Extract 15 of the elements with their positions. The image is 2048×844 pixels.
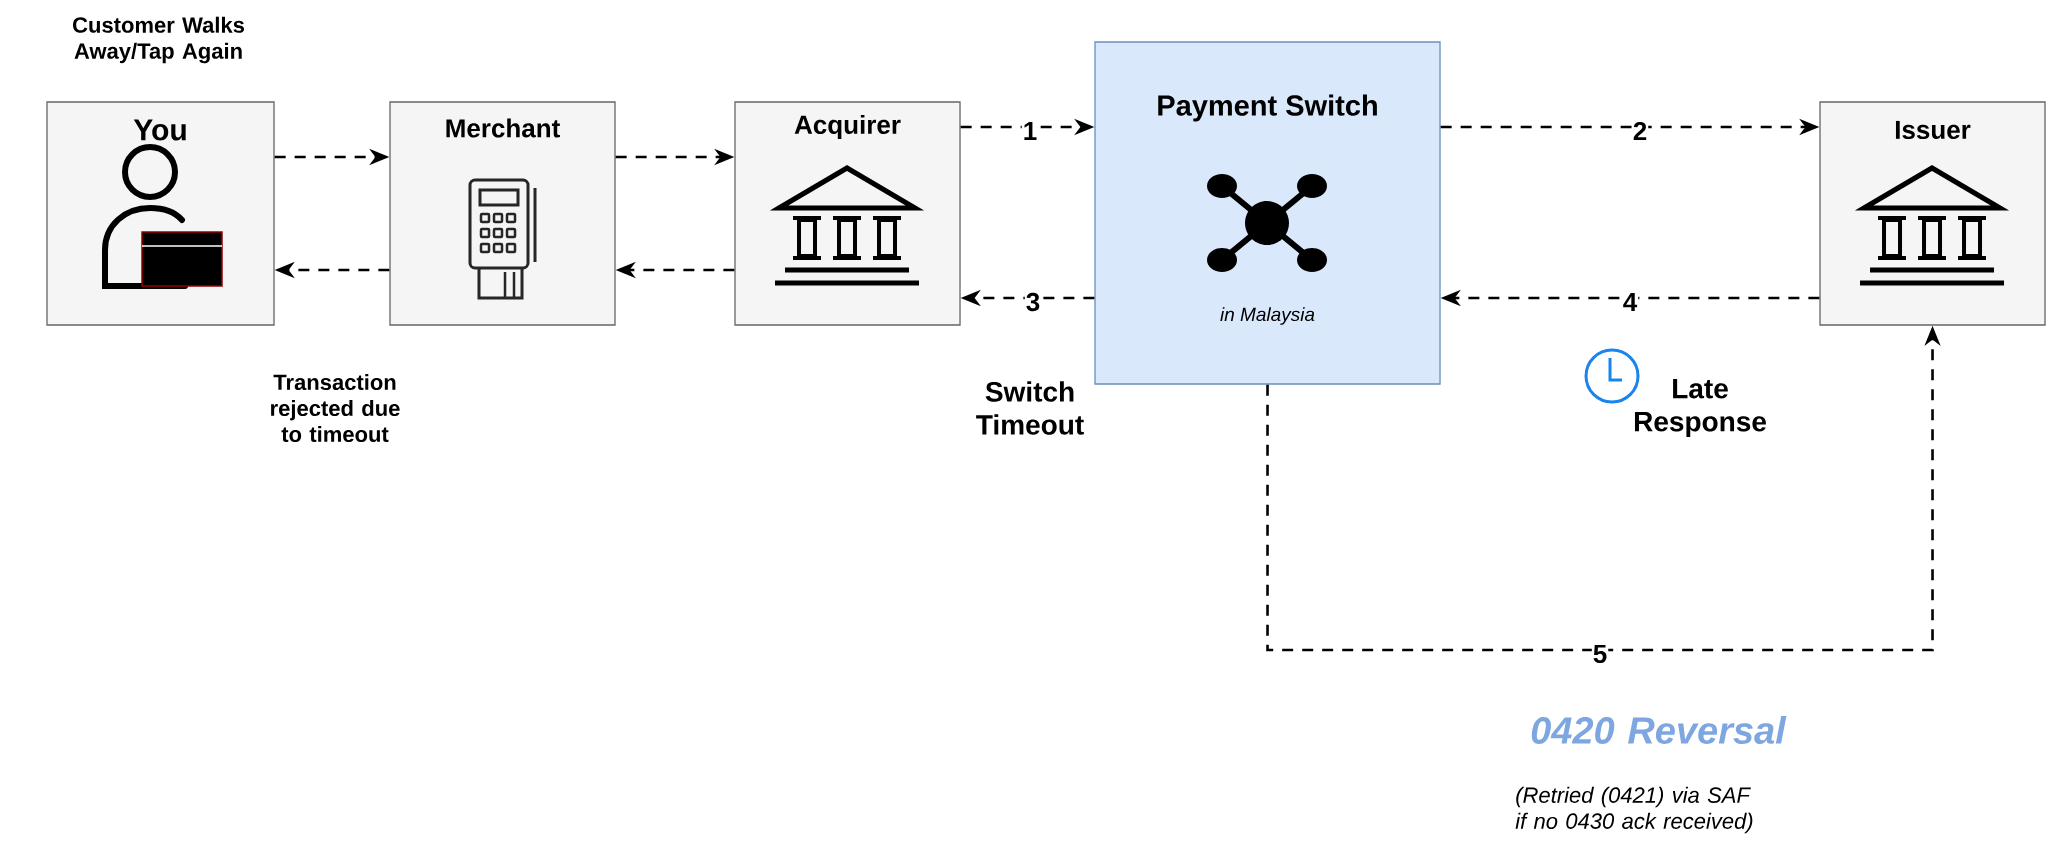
node-label: Customer Walks Away/Tap Again xyxy=(73,16,244,64)
entity-box: Issuer xyxy=(1819,101,2046,326)
edge-label: 3 xyxy=(1024,291,1042,313)
entity-box: Merchant xyxy=(389,101,616,326)
note: Late Response xyxy=(1634,378,1766,438)
edge-label: 1 xyxy=(1021,121,1039,141)
edge-label: 2 xyxy=(1631,120,1649,142)
note: (Retried (0421) via SAF if no 0430 ack received) xyxy=(1515,786,1753,834)
entity-box: Acquirer xyxy=(734,101,961,326)
note: Switch Timeout xyxy=(976,381,1084,435)
reversal-title: 0420 Reversal xyxy=(1531,716,1787,744)
edge-label: 5 xyxy=(1591,643,1609,665)
switch-box: Payment Switch in Malaysia xyxy=(1094,41,1441,385)
note: Transaction rejected due to timeout xyxy=(271,373,400,443)
edge-label: 4 xyxy=(1621,292,1639,312)
